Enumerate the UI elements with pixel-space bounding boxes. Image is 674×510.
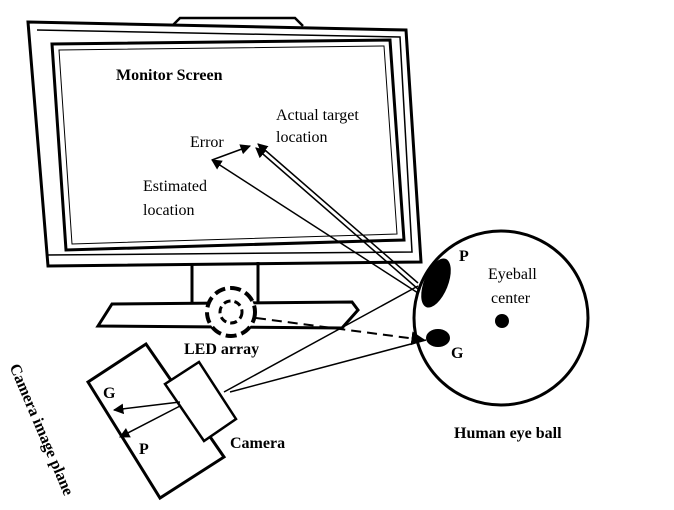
- monitor-outer-frame: [26, 20, 423, 268]
- camera-rays: [112, 285, 427, 438]
- actual-target-label-line1: Actual target: [276, 107, 359, 124]
- monitor-screen: [50, 38, 406, 252]
- human-eye-ball-label: Human eye ball: [454, 425, 562, 442]
- camera-label: Camera: [230, 435, 286, 452]
- monitor-top-handle: [171, 16, 304, 27]
- actual-target-label-line2: location: [276, 129, 328, 146]
- estimated-location-label-line2: location: [143, 202, 195, 219]
- estimated-gaze-ray: [211, 159, 419, 294]
- eye-glint-label: G: [451, 345, 464, 362]
- led-array: [205, 286, 257, 338]
- monitor-stand-neck: [190, 262, 260, 308]
- monitor-screen-inner: [58, 45, 398, 245]
- image-glint-label: G: [103, 385, 116, 402]
- eye-pupil-label: P: [459, 248, 469, 265]
- led-array-outer-ring: [205, 286, 257, 338]
- monitor: [26, 16, 423, 330]
- gaze-rays: [211, 143, 419, 294]
- camera-body: [163, 360, 238, 443]
- eyeball: [412, 229, 590, 407]
- actual-gaze-ray-lower: [255, 147, 419, 290]
- image-pupil-label: P: [139, 441, 149, 458]
- camera-image-plane: [85, 341, 227, 501]
- estimated-location-label-line1: Estimated: [143, 178, 207, 195]
- led-array-label: LED array: [184, 341, 260, 358]
- monitor-screen-label: Monitor Screen: [116, 67, 223, 84]
- camera-assembly: [85, 341, 238, 501]
- pupil: [421, 258, 451, 308]
- error-vector: [211, 144, 251, 161]
- image-glint-ray: [112, 401, 181, 415]
- monitor-bezel-line: [36, 29, 413, 256]
- camera-to-pupil-ray: [223, 285, 419, 393]
- camera-to-glint-ray: [229, 339, 427, 393]
- eyeball-center-label-line1: Eyeball: [488, 266, 537, 283]
- eyeball-outline: [412, 229, 590, 407]
- image-pupil-ray: [119, 405, 181, 438]
- led-array-inner-ring: [218, 299, 244, 325]
- eyeball-center-label-line2: center: [491, 290, 531, 307]
- eyeball-center-dot: [495, 314, 509, 328]
- error-label: Error: [190, 134, 224, 151]
- actual-gaze-ray-upper: [257, 143, 419, 284]
- glint: [426, 329, 450, 347]
